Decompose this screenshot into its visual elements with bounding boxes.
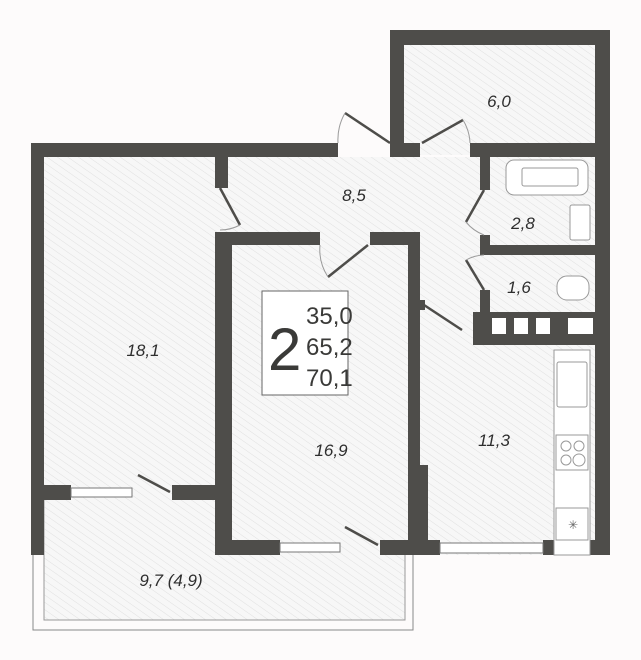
apartment-summary: 2 35,0 65,2 70,1 [261,290,353,396]
fridge-icon [555,507,589,541]
living-area: 35,0 [306,303,353,330]
room-labels: 6,0 8,5 2,8 1,6 18,1 16,9 11,3 9,7 (4,9) [126,92,535,590]
balcony-door-center [344,525,379,547]
room-area-bedroom-center: 16,9 [314,441,348,460]
room-area-kitchen: 11,3 [478,431,510,450]
total-area: 65,2 [306,334,353,361]
balcony-outline [32,500,414,631]
bathroom-door [464,189,486,223]
room-area-hallway: 8,5 [342,186,366,205]
fixtures: ✳ [505,159,591,556]
room-area-bathroom: 2,8 [510,214,535,233]
windows [70,487,544,554]
bedroom-center-door [327,244,369,278]
toilet-door [464,259,486,291]
toilet-icon [556,275,590,301]
room-area-storage: 6,0 [487,92,511,111]
doors [137,111,486,547]
room-area-toilet: 1,6 [507,278,531,297]
room-area-bedroom-left: 18,1 [126,341,159,360]
window-kitchen [439,542,544,554]
window-bedroom-center [279,542,341,553]
storage-door [421,118,464,145]
walls [31,30,610,555]
room-area-balcony: 9,7 (4,9) [139,571,202,590]
window-bedroom-left [70,487,133,498]
kitchen-sink-icon [556,361,588,408]
entry-door [344,111,391,145]
room-count: 2 [268,316,301,383]
sink-icon [569,204,591,241]
balcony-door-left [137,473,171,494]
bedroom-left-door [218,187,242,226]
total-area-with-balcony: 70,1 [306,365,353,392]
kitchen-door [423,303,463,332]
svg-text:✳: ✳ [568,518,578,532]
